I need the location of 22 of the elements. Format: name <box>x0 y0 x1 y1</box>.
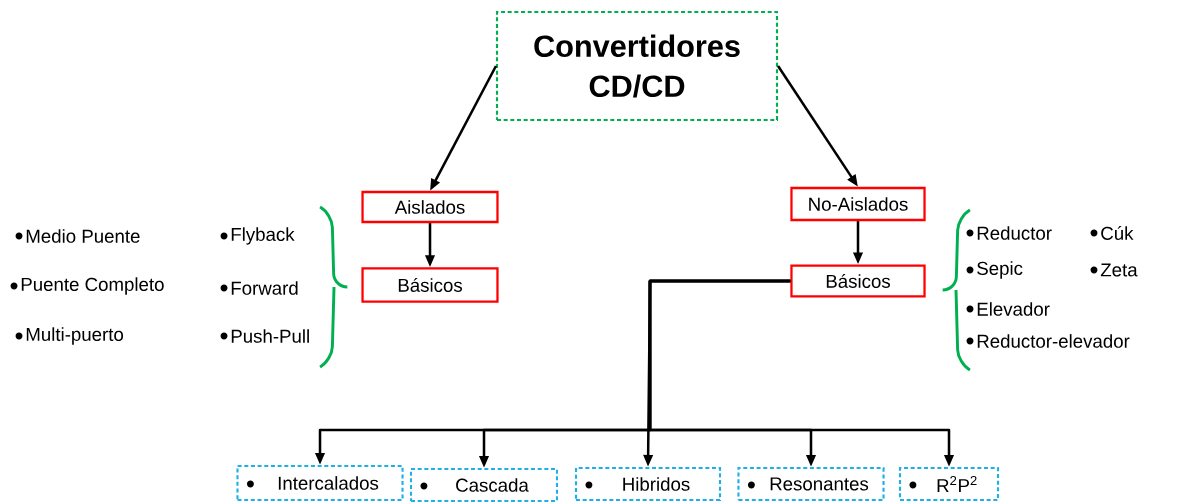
type-box: Intercalados <box>236 464 404 502</box>
list-item: Forward <box>220 281 298 295</box>
category-box: Aislados <box>361 190 499 224</box>
category-box: Básicos <box>361 267 499 303</box>
list-item: Medio Puente <box>15 229 140 243</box>
category-box: No-Aislados <box>790 186 926 222</box>
category-box: Básicos <box>790 264 926 298</box>
list-item: Cúk <box>1090 226 1134 240</box>
title-box: Convertidores CD/CD <box>495 10 779 122</box>
list-item: Reductor-elevador <box>966 334 1130 348</box>
list-item: Reductor <box>966 226 1052 240</box>
list-item: Elevador <box>966 302 1050 316</box>
type-box: R$^{2}$P$^{2}$ <box>898 466 1000 502</box>
list-item: Flyback <box>220 227 295 245</box>
type-box: Cascada <box>409 467 559 503</box>
list-item: Sepic <box>966 261 1023 279</box>
list-item: Multi-puerto <box>15 327 124 345</box>
list-item: Push-Pull <box>220 329 309 343</box>
list-item: Zeta <box>1090 263 1138 277</box>
type-box: Hibridos <box>574 466 722 502</box>
type-box: Resonantes <box>737 466 885 502</box>
list-item: Puente Completo <box>10 277 164 295</box>
